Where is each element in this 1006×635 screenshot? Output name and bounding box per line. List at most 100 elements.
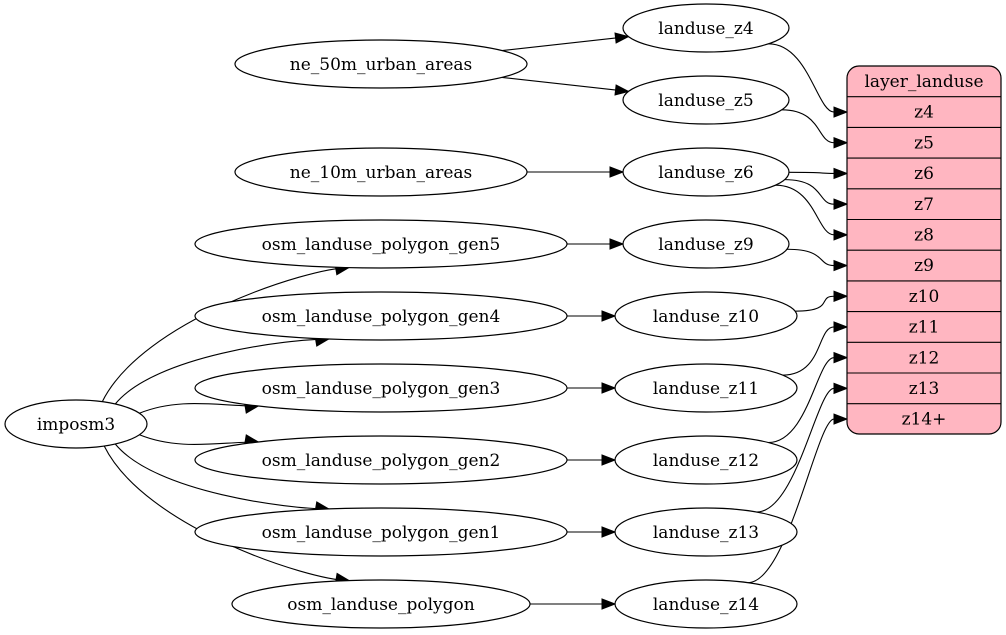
arrowhead	[601, 310, 617, 322]
edge-line	[775, 184, 835, 236]
node-ellipse	[622, 147, 790, 197]
node-ellipse	[194, 363, 568, 413]
record-field-z6: z6	[914, 164, 934, 184]
arrowhead	[833, 137, 849, 149]
arrowhead	[833, 198, 849, 210]
arrowhead	[833, 106, 849, 118]
node-label: ne_50m_urban_areas	[290, 55, 472, 75]
node-gen1: osm_landuse_polygon_gen1	[194, 507, 568, 557]
arrowhead	[833, 413, 849, 425]
edge-z11-to-layer-z11	[782, 321, 849, 376]
edge-z13-to-layer-z13	[756, 382, 849, 513]
node-polygon: osm_landuse_polygon	[231, 579, 531, 629]
nodes: ne_50m_urban_areas ne_10m_urban_areas osm_…	[4, 3, 798, 629]
node-label: landuse_z5	[658, 91, 753, 111]
arrowhead	[833, 167, 849, 180]
edge-ne_50m-to-z5	[502, 76, 630, 96]
node-gen2: osm_landuse_polygon_gen2	[194, 435, 568, 485]
edge-polygon-to-z14	[530, 598, 617, 610]
record-field-z11: z11	[909, 318, 940, 338]
node-label: ne_10m_urban_areas	[290, 163, 472, 183]
arrowhead	[833, 382, 849, 395]
node-z5: landuse_z5	[622, 75, 790, 125]
node-z12: landuse_z12	[614, 435, 798, 485]
node-ne_50m: ne_50m_urban_areas	[234, 39, 528, 89]
edge-line	[768, 357, 835, 444]
arrowhead	[601, 598, 617, 610]
node-ellipse	[194, 291, 568, 341]
edge-z14-to-layer-z14+	[747, 413, 849, 584]
record-field-z9: z9	[914, 256, 934, 276]
edge-gen4-to-z10	[567, 310, 617, 322]
edge-z6-to-layer-z8	[775, 184, 849, 241]
node-label: landuse_z6	[658, 163, 753, 183]
record-field-z12: z12	[909, 348, 940, 368]
layer-landuse-record: layer_landusez4z5z6z7z8z9z10z11z12z13z14…	[846, 65, 1002, 435]
edge-line	[781, 109, 835, 144]
record-field-z5: z5	[914, 133, 934, 153]
node-label: landuse_z13	[653, 523, 759, 543]
edge-line	[795, 295, 835, 312]
record-field-z10: z10	[909, 287, 940, 307]
arrowhead	[601, 454, 617, 466]
edge-line	[502, 76, 629, 92]
edge-line	[114, 338, 329, 405]
node-gen4: osm_landuse_polygon_gen4	[194, 291, 568, 341]
node-ellipse	[234, 39, 528, 89]
edge-ne_50m-to-z4	[502, 32, 630, 52]
arrowhead	[609, 238, 625, 250]
edge-gen1-to-z13	[567, 526, 617, 538]
arrowhead	[614, 84, 630, 96]
edge-z5-to-layer-z5	[781, 109, 849, 149]
arrowhead	[609, 166, 625, 178]
node-label: osm_landuse_polygon_gen4	[262, 307, 501, 327]
node-z14: landuse_z14	[614, 579, 798, 629]
edge-z6-to-layer-z6	[788, 167, 849, 180]
node-label: landuse_z4	[658, 19, 753, 39]
arrowhead	[833, 290, 849, 302]
edge-imposm3-to-gen2	[139, 434, 260, 446]
record-title: layer_landuse	[865, 72, 984, 92]
node-z13: landuse_z13	[614, 507, 798, 557]
node-ellipse	[194, 435, 568, 485]
edge-line	[756, 387, 835, 513]
record-field-z13: z13	[909, 379, 940, 399]
node-ellipse	[614, 435, 798, 485]
arrowhead	[601, 382, 617, 394]
node-z10: landuse_z10	[614, 291, 798, 341]
node-ellipse	[4, 399, 148, 449]
node-label: osm_landuse_polygon_gen5	[262, 235, 501, 255]
edge-z10-to-layer-z10	[795, 290, 849, 312]
edge-line	[139, 403, 259, 414]
edge-line	[502, 36, 629, 52]
node-label: landuse_z11	[653, 379, 759, 399]
edge-line	[114, 443, 329, 510]
node-label: landuse_z10	[653, 307, 759, 327]
node-ellipse	[234, 147, 528, 197]
node-imposm3: imposm3	[4, 399, 148, 449]
arrowhead	[833, 259, 849, 272]
node-label: landuse_z9	[658, 235, 753, 255]
edge-line	[788, 171, 835, 174]
edge-gen5-to-z9	[567, 238, 625, 250]
edge-z9-to-layer-z9	[786, 248, 849, 272]
layer-landuse-node: layer_landusez4z5z6z7z8z9z10z11z12z13z14…	[846, 65, 1002, 435]
record-field-z4: z4	[914, 103, 934, 123]
arrowhead	[614, 32, 630, 44]
node-z4: landuse_z4	[622, 3, 790, 53]
arrowhead	[833, 351, 849, 364]
edge-line	[139, 434, 259, 445]
arrowhead	[833, 229, 849, 241]
record-field-z14+: z14+	[902, 410, 947, 430]
edge-ne_10m-to-z6	[527, 166, 625, 178]
node-ellipse	[194, 507, 568, 557]
node-z6: landuse_z6	[622, 147, 790, 197]
node-label: imposm3	[37, 415, 115, 435]
edge-z6-to-layer-z7	[784, 179, 849, 210]
edge-z12-to-layer-z12	[768, 351, 849, 444]
node-ellipse	[622, 3, 790, 53]
node-label: landuse_z14	[653, 595, 759, 615]
node-z11: landuse_z11	[614, 363, 798, 413]
node-ellipse	[231, 579, 531, 629]
node-gen5: osm_landuse_polygon_gen5	[194, 219, 568, 269]
